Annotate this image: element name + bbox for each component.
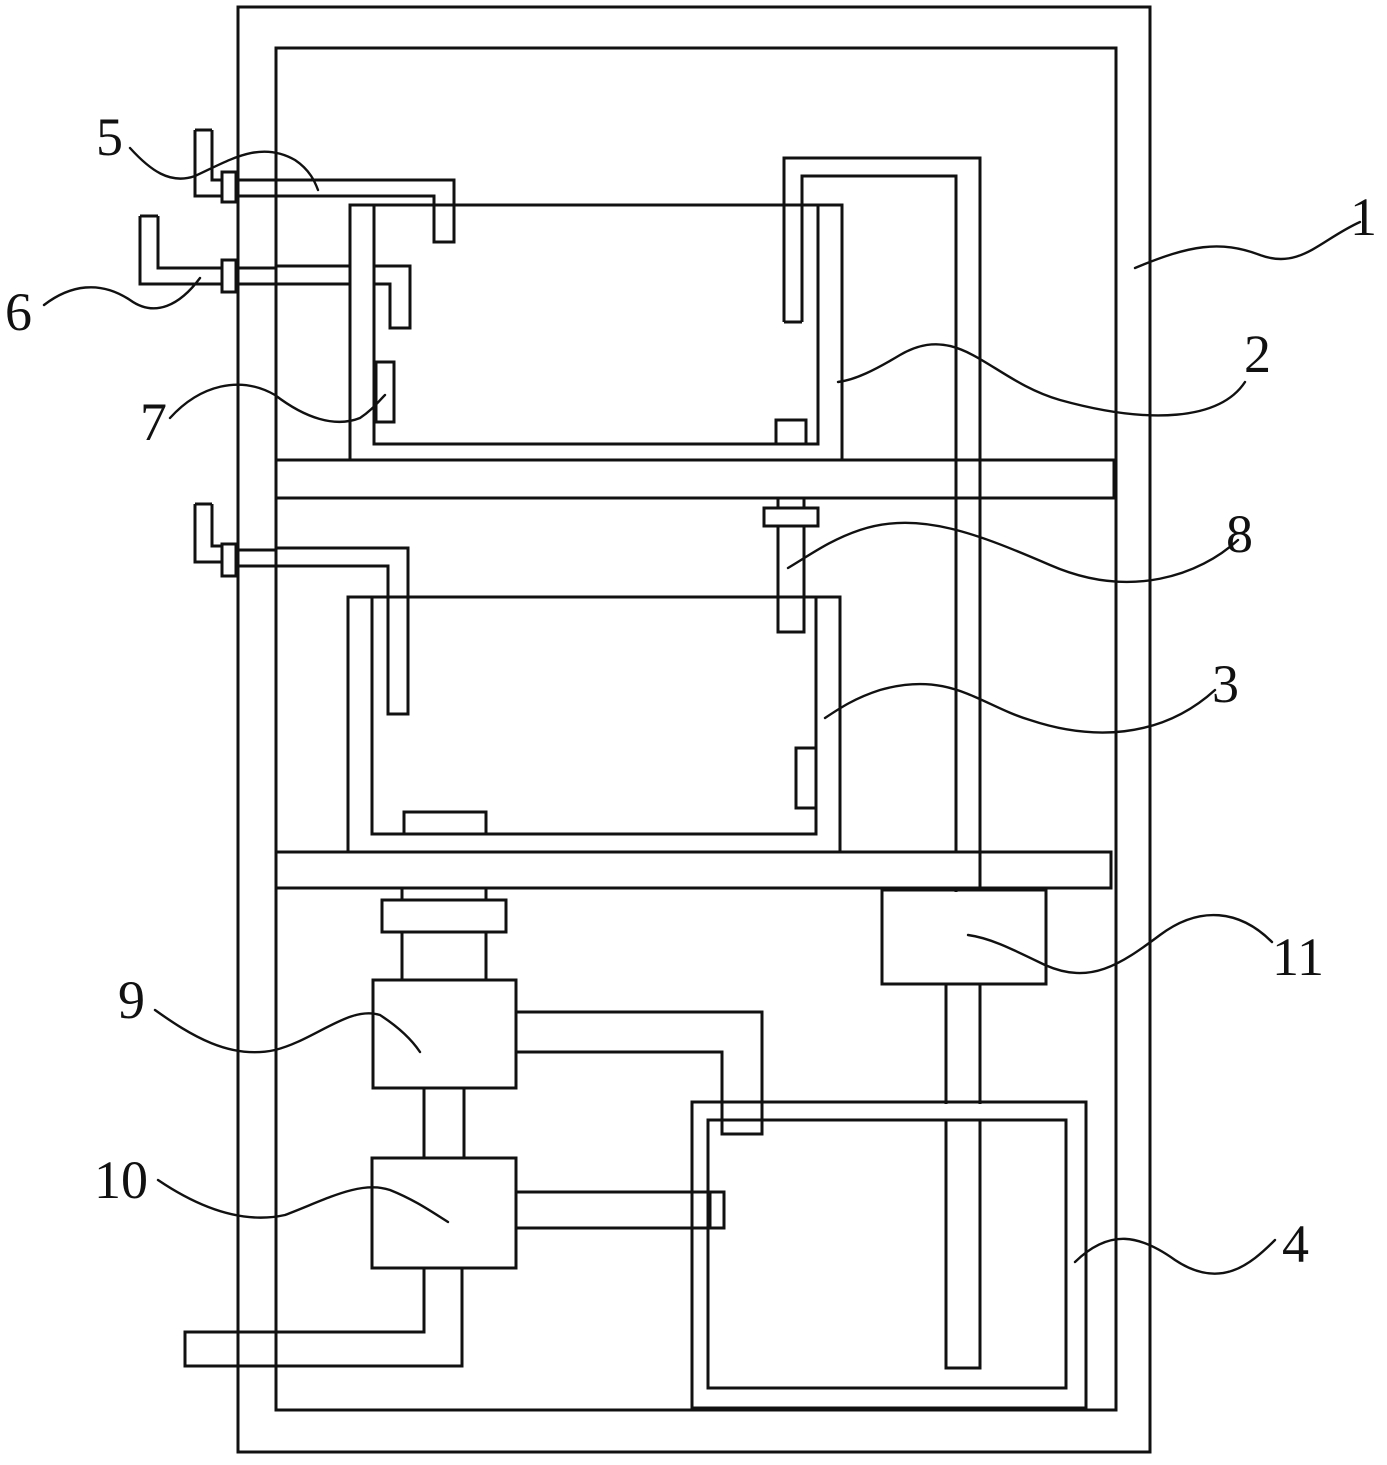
label-3: 3: [1212, 654, 1239, 714]
label-10: 10: [94, 1150, 148, 1210]
number-labels: 1 2 3 4 5 6 7 8 9 10 11: [5, 107, 1377, 1274]
component-11: [880, 888, 1048, 986]
level-sensor-7: [374, 360, 396, 424]
component-10: [370, 1156, 712, 1270]
pipe-8: [762, 498, 820, 634]
return-pipe: [782, 156, 982, 892]
outlet-pipe: [183, 1268, 464, 1368]
label-4: 4: [1282, 1214, 1309, 1274]
cabinet: [236, 5, 1152, 1454]
drain-flange: [380, 888, 508, 980]
label-6: 6: [5, 282, 32, 342]
middle-tank: [346, 595, 842, 852]
label-8: 8: [1226, 504, 1253, 564]
lower-tank: [690, 1100, 1088, 1410]
leader-lines: [42, 146, 1362, 1275]
label-5: 5: [96, 107, 123, 167]
inlet-pipe-5: [193, 128, 456, 244]
connector-9-10: [422, 1088, 466, 1158]
label-9: 9: [118, 970, 145, 1030]
label-7: 7: [140, 392, 167, 452]
label-2: 2: [1244, 324, 1271, 384]
mid-inlet-pipe: [193, 502, 410, 716]
component-9: [371, 978, 764, 1136]
label-11: 11: [1272, 927, 1324, 987]
upper-tank: [348, 203, 844, 460]
label-1: 1: [1350, 187, 1377, 247]
shelves: [274, 458, 1116, 890]
pipe-11-to-tank: [944, 984, 982, 1104]
inlet-pipe-6: [138, 214, 412, 330]
